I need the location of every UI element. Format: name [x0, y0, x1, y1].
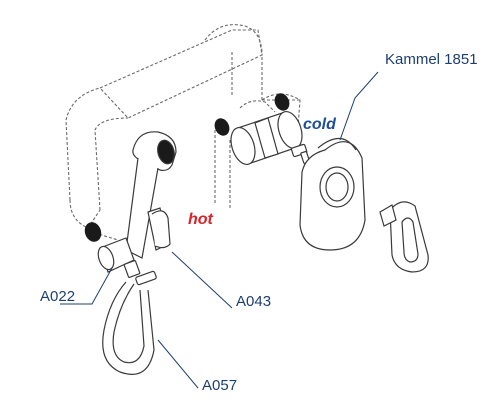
product-model-label: Kammel 1851 — [385, 51, 478, 68]
horizontal-supply-pipe — [99, 29, 263, 119]
wall-outlet-stop-handle — [135, 270, 157, 286]
leader-a043 — [171, 251, 233, 309]
cover-plate-opening-inner — [325, 172, 349, 202]
wall-outlet-valve — [97, 237, 157, 286]
leader-kammel — [339, 71, 379, 141]
part-label-a022: A022 — [40, 288, 76, 305]
lever-handle-stem — [379, 204, 397, 227]
hot-inlet-label: hot — [188, 211, 213, 228]
hose-inner — [112, 283, 145, 364]
cover-plate-edge — [317, 137, 357, 151]
shower-hose — [102, 281, 155, 375]
top-elbow-pipe — [204, 24, 263, 56]
hot-inlet-seal — [214, 118, 230, 136]
left-vertical-pipe-inner — [94, 117, 129, 211]
leader-lines — [60, 71, 379, 389]
cold-inlet-seal — [274, 93, 290, 111]
cover-plate — [299, 137, 366, 251]
lever-handle-slot — [401, 217, 419, 263]
outlet-seal — [84, 222, 102, 242]
hand-shower — [125, 131, 177, 259]
mixer-housing-dashed — [239, 100, 276, 113]
leader-a022 — [60, 267, 113, 305]
part-label-a057: A057 — [202, 377, 238, 394]
part-label-a043: A043 — [236, 293, 272, 310]
wall-outlet-nut — [123, 260, 141, 278]
lever-handle — [379, 201, 429, 273]
hose-outer — [102, 281, 155, 375]
hand-shower-nozzle — [157, 139, 175, 165]
hand-shower-handle — [125, 157, 159, 259]
pipe-seals — [84, 93, 290, 242]
cartridge-band — [254, 117, 279, 159]
cold-inlet-label: cold — [303, 116, 336, 133]
shower-holder-bracket — [151, 210, 171, 249]
cartridge — [230, 111, 311, 165]
cartridge-rear-ring — [230, 127, 256, 165]
wall-outlet-flange — [97, 245, 115, 271]
leader-a057 — [157, 339, 199, 389]
left-vertical-pipe-outer — [65, 87, 101, 201]
